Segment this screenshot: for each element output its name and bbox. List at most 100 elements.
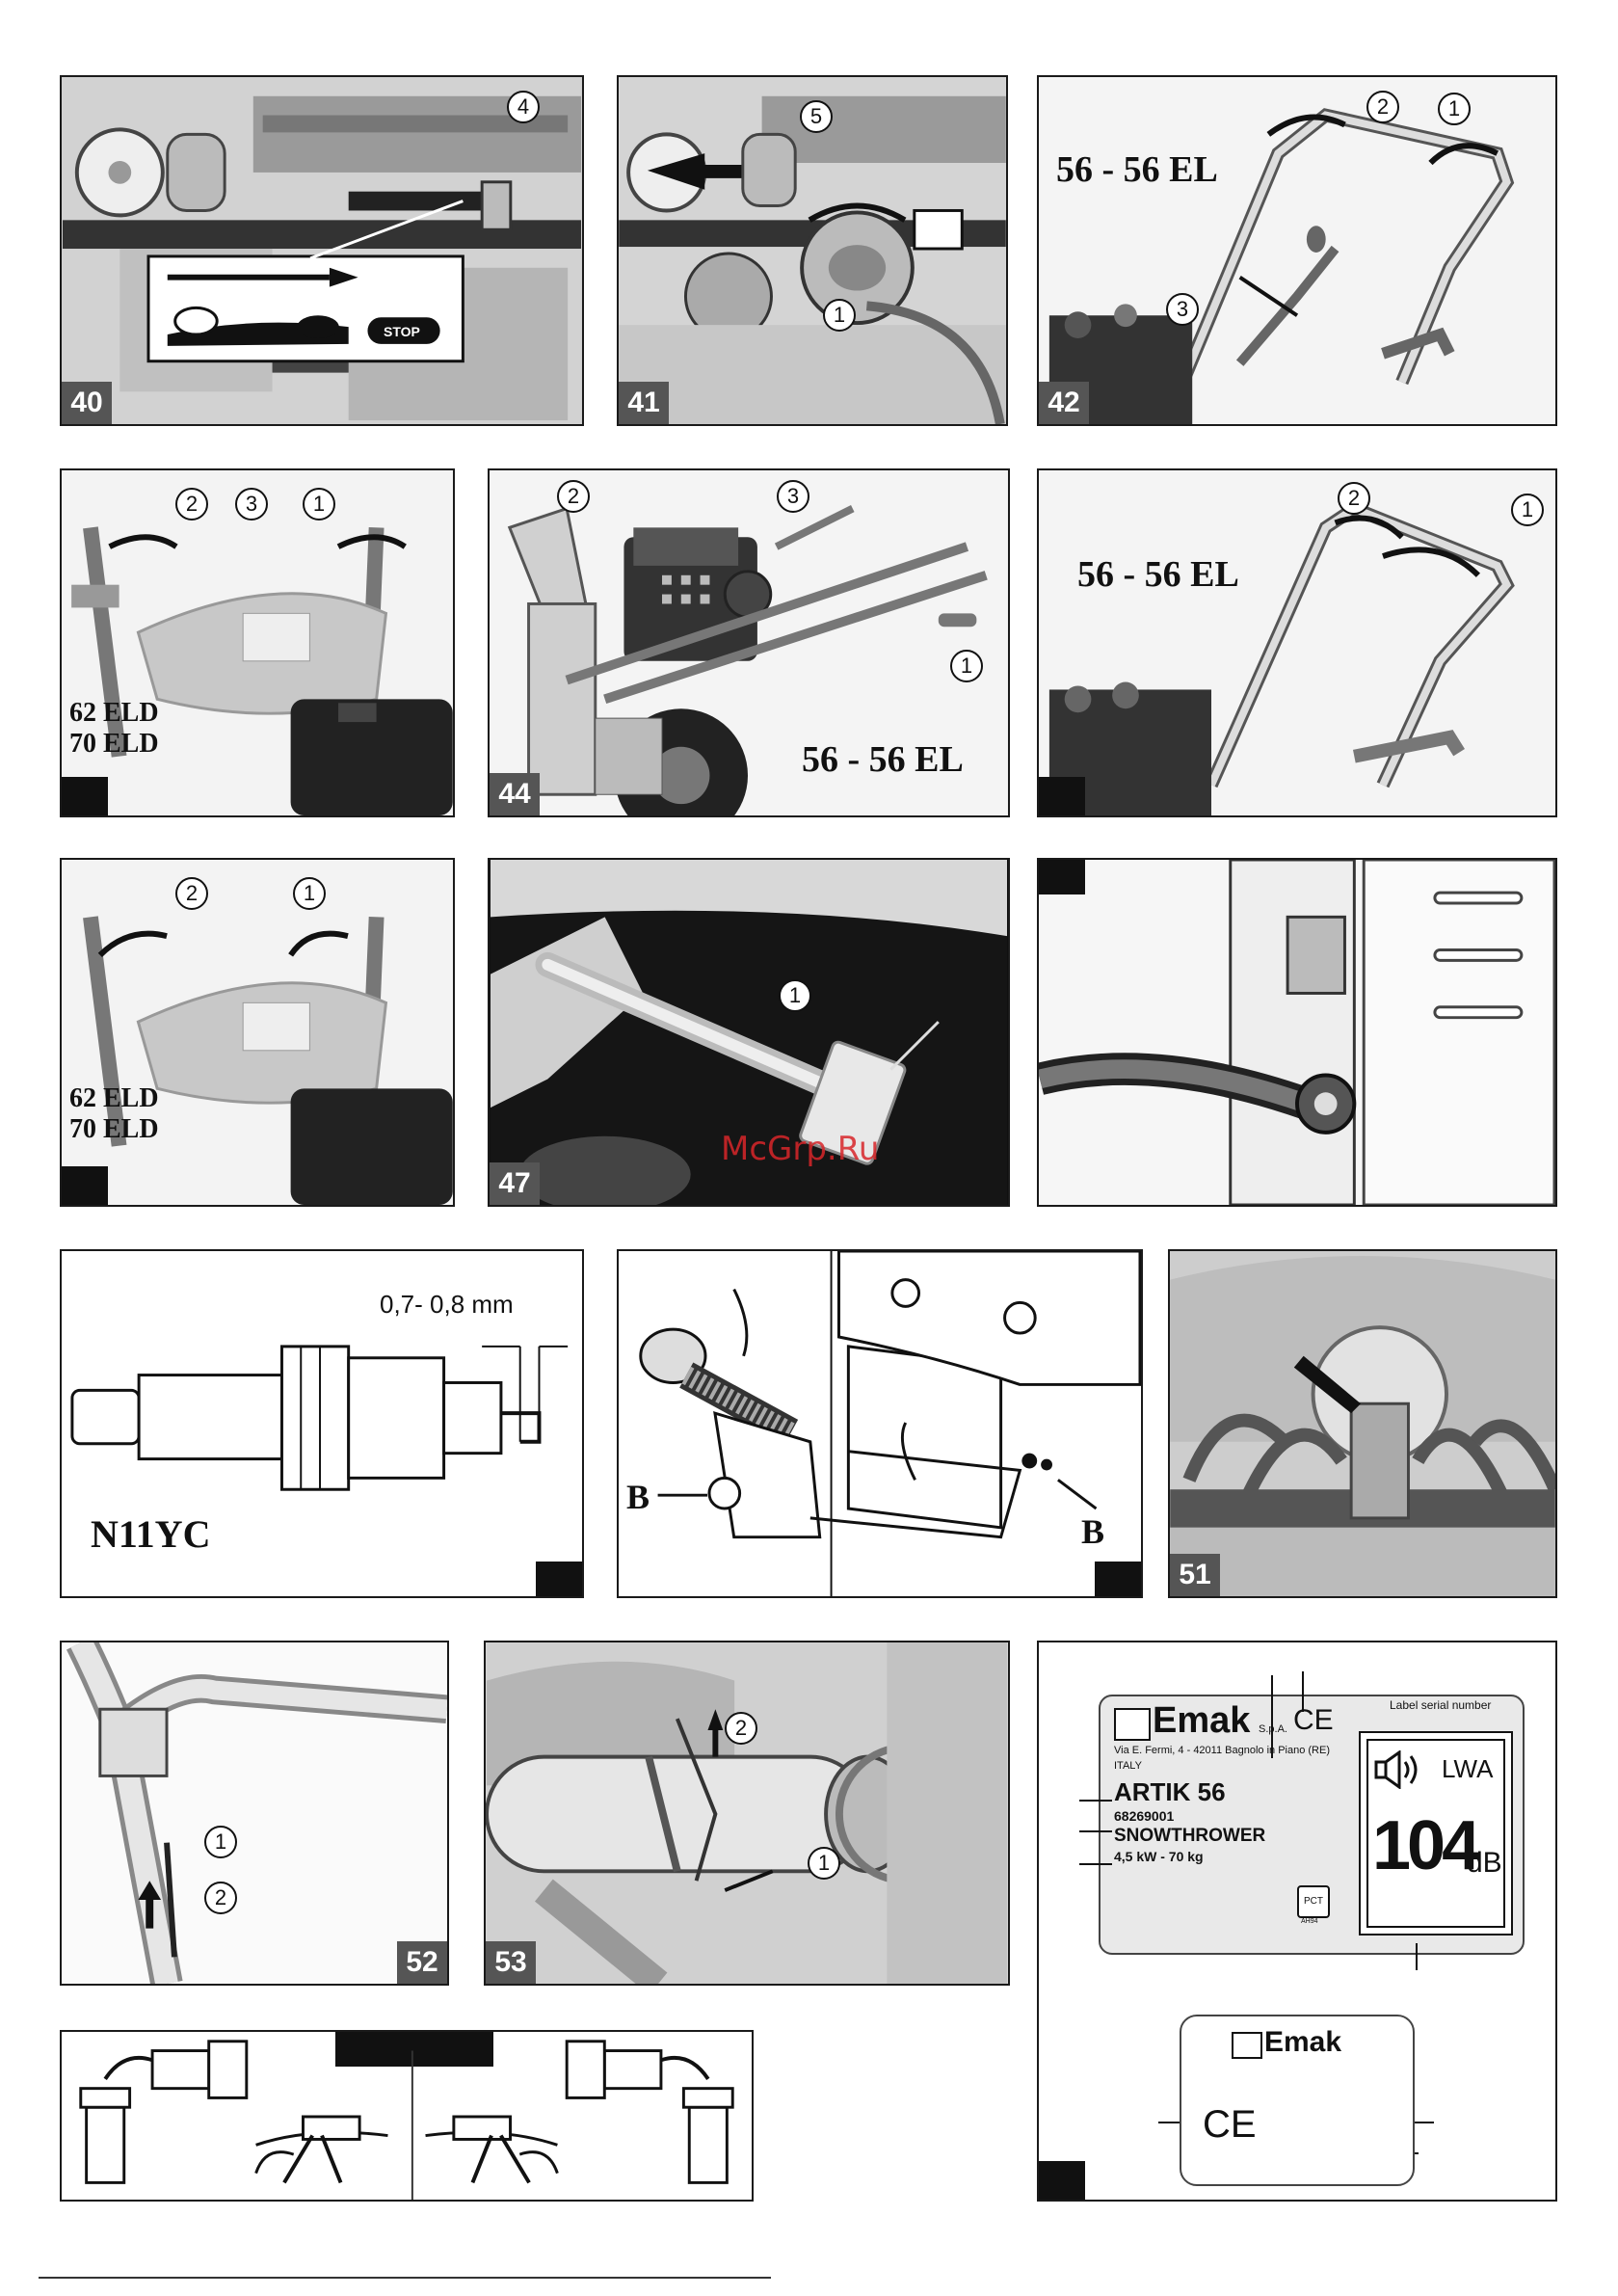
pct-code: AH94 <box>1301 1918 1318 1925</box>
callout-5: 5 <box>800 100 833 133</box>
callout-2: 2 <box>175 877 208 910</box>
noise-level-box: LWA 104 dB <box>1359 1731 1513 1936</box>
figure-46-illustration <box>62 860 453 1205</box>
figure-52-illustration <box>62 1642 447 1984</box>
figure-number: 44 <box>490 773 540 815</box>
db-unit: dB <box>1467 1847 1502 1879</box>
spark-plug-illustration <box>63 1251 581 1596</box>
figure-number: 51 <box>1170 1554 1220 1596</box>
callout-2: 2 <box>1338 482 1370 515</box>
small-ce-mark: CE <box>1203 2103 1257 2146</box>
figure-48-illustration <box>1039 860 1555 1205</box>
callout-1: 1 <box>204 1826 237 1858</box>
figure-number-blank <box>1095 1562 1141 1596</box>
small-brand: Emak <box>1264 2026 1342 2058</box>
product-type: SNOWTHROWER <box>1114 1826 1266 1846</box>
callout-3: 3 <box>777 480 809 513</box>
model-label: 56 - 56 EL <box>1077 554 1239 595</box>
callout-4: 4 <box>507 91 540 123</box>
figure-number: 53 <box>486 1941 536 1984</box>
callout-1: 1 <box>823 299 856 332</box>
figure-41: 5 1 41 <box>617 75 1008 426</box>
model-label-2: 70 ELD <box>69 1114 159 1144</box>
figure-54-illustration <box>79 2040 734 2200</box>
callout-1: 1 <box>1511 494 1544 526</box>
figure-54 <box>60 2030 754 2202</box>
model-label-2: 70 ELD <box>69 729 159 759</box>
figure-53-illustration <box>486 1642 1007 1984</box>
power-weight: 4,5 kW - 70 kg <box>1114 1849 1204 1864</box>
figure-49: 0,7- 0,8 mm N11YC <box>60 1249 584 1598</box>
callout-1: 1 <box>950 650 983 682</box>
rating-label: Emak S.p.A. CE Label serial number Via E… <box>1099 1695 1525 1955</box>
nameplate-figure: Emak S.p.A. CE Label serial number Via E… <box>1037 1641 1557 2202</box>
figure-42-illustration <box>1039 77 1555 424</box>
model-label-1: 62 ELD <box>69 1083 159 1113</box>
pct-mark: PCT <box>1297 1885 1330 1918</box>
figure-45: 56 - 56 EL 2 1 <box>1037 468 1557 817</box>
model-label: 56 - 56 EL <box>1056 149 1218 190</box>
callout-1: 1 <box>779 979 811 1012</box>
figure-number: 42 <box>1039 382 1089 424</box>
figure-53: 2 1 53 <box>484 1641 1010 1986</box>
label-serial-number: Label serial number <box>1390 1698 1492 1712</box>
figure-43: 62 ELD 70 ELD 2 3 1 <box>60 468 455 817</box>
label-b-left: B <box>626 1478 650 1516</box>
figure-45-illustration <box>1039 470 1555 815</box>
figure-number-blank <box>1039 777 1085 815</box>
figure-44: 56 - 56 EL 2 3 1 44 <box>488 468 1010 817</box>
figure-number-blank <box>62 1166 108 1205</box>
watermark: McGrp.Ru <box>721 1130 880 1168</box>
figure-51: 51 <box>1168 1249 1557 1598</box>
figure-number: 40 <box>62 382 112 424</box>
pct-mark-text: PCT <box>1304 1896 1323 1907</box>
model-name: ARTIK 56 <box>1114 1777 1226 1806</box>
callout-2: 2 <box>1366 91 1399 123</box>
figure-52: 1 2 52 <box>60 1641 449 1986</box>
figure-54-header-bar <box>335 2032 493 2067</box>
callout-1: 1 <box>293 877 326 910</box>
product-code: 68269001 <box>1114 1808 1175 1824</box>
figure-number: 52 <box>397 1941 447 1984</box>
lwa-label: LWA <box>1442 1754 1494 1783</box>
model-label-1: 62 ELD <box>69 698 159 728</box>
figure-48 <box>1037 858 1557 1207</box>
emak-logo-mark <box>1114 1708 1151 1741</box>
figure-number-blank <box>62 777 108 815</box>
spark-plug-type: N11YC <box>91 1512 211 1556</box>
figure-number: 47 <box>490 1162 540 1205</box>
figure-40-illustration <box>62 77 582 424</box>
callout-2: 2 <box>175 488 208 521</box>
figure-47-illustration <box>490 860 1008 1205</box>
callout-2: 2 <box>725 1712 757 1745</box>
callout-3: 3 <box>235 488 268 521</box>
figure-41-illustration <box>619 77 1006 424</box>
figure-51-illustration <box>1170 1251 1555 1596</box>
stop-label: STOP <box>384 324 420 339</box>
callout-3: 3 <box>1166 293 1199 326</box>
figure-43-illustration <box>62 470 453 815</box>
callout-2: 2 <box>557 480 590 513</box>
figure-47: 1 47 <box>488 858 1010 1207</box>
db-value: 104 <box>1372 1807 1480 1884</box>
callout-2: 2 <box>204 1882 237 1914</box>
ce-mark: CE <box>1293 1704 1334 1736</box>
model-label: 56 - 56 EL <box>802 739 964 780</box>
noise-box-inner <box>1366 1739 1505 1928</box>
figure-46: 62 ELD 70 ELD 2 1 <box>60 858 455 1207</box>
figure-44-illustration <box>490 470 1008 815</box>
figure-40: STOP 4 40 <box>60 75 584 426</box>
figure-number-blank <box>1039 860 1085 894</box>
country: ITALY <box>1114 1760 1142 1772</box>
brand-name: Emak <box>1153 1700 1251 1741</box>
figure-number: 41 <box>619 382 669 424</box>
callout-1: 1 <box>1438 93 1471 125</box>
figure-50: B B <box>617 1249 1143 1598</box>
callout-1: 1 <box>303 488 335 521</box>
callout-1: 1 <box>808 1847 840 1880</box>
electrode-gap-label: 0,7- 0,8 mm <box>380 1290 514 1319</box>
speaker-icon <box>1374 1750 1418 1789</box>
figure-42: 56 - 56 EL 2 1 3 42 <box>1037 75 1557 426</box>
figure-number-blank <box>536 1562 582 1596</box>
label-b-right: B <box>1081 1512 1105 1551</box>
